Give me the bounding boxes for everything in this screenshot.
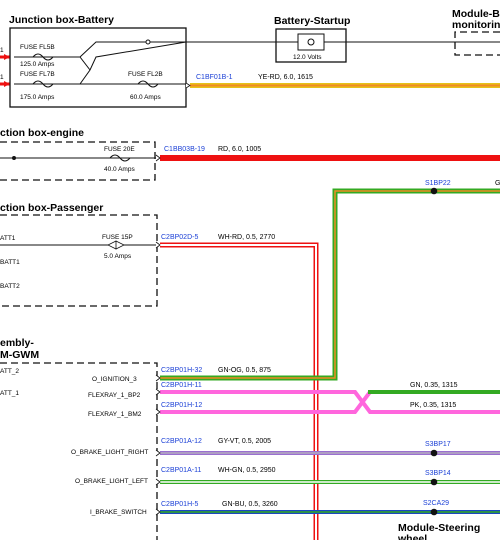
fuse-fl7b-name: FUSE FL7B [20,71,55,78]
jb-passenger-box [0,214,158,307]
connector-c2bp01a12[interactable]: C2BP01A-12 [161,438,202,445]
wire-label-2005: GY-VT, 0.5, 2005 [218,438,271,445]
fuse-fl2b-name: FUSE FL2B [128,71,163,78]
splice-s3bp17-label: S3BP17 [425,441,451,448]
fuse-15p-rating: 5.0 Amps [104,253,132,260]
connector-c2bp01h32[interactable]: C2BP01H-32 [161,367,202,374]
connector-c2bp01h12[interactable]: C2BP01H-12 [161,402,202,409]
jb-engine-box [0,141,156,181]
edge-pin-2: 1 [0,74,4,81]
wire-label-1005: RD, 6.0, 1005 [218,146,261,153]
connector-mark-875 [155,374,161,382]
connector-c2bp01a11[interactable]: C2BP01A-11 [161,467,201,474]
connector-mark-2005 [155,449,161,457]
module-b-title-1: Module-Ba [452,8,500,20]
jb-engine-title: ction box-engine [0,127,84,139]
jb-battery-internal-wire [14,41,187,85]
jb-battery-node [145,39,151,45]
pin-att-1: ATT_1 [0,390,19,397]
fuse-15p-icon [107,240,125,250]
wire-label-1615: YE-RD, 6.0, 1615 [258,74,313,81]
splice-s3bp14[interactable] [430,478,438,486]
wire-wh-rd-2770-center [160,244,317,540]
pin-att1: ATT1 [0,235,16,242]
fuse-20e-rating: 40.0 Amps [104,166,135,173]
fuse-fl2b-icon [137,80,159,88]
connector-mark-3260 [155,508,161,516]
pin-brake-right: O_BRAKE_LIGHT_RIGHT [71,449,148,456]
pin-batt1: BATT1 [0,259,20,266]
assembly-title-1: embly- [0,337,34,349]
wire-rd-1005 [160,155,500,161]
pin-ignition: O_IGNITION_3 [92,376,137,383]
connector-c1bb03b19[interactable]: C1BB03B-19 [164,146,205,153]
connector-mark-1005 [155,154,161,162]
wire-label-875: GN-OG, 0.5, 875 [218,367,271,374]
wire-gn-og-875-stripe [160,190,500,379]
fuse-20e-icon [109,154,131,162]
wire-label-3260: GN-BU, 0.5, 3260 [222,501,278,508]
pin-att-2: ATT_2 [0,368,19,375]
splice-s1bp22[interactable] [430,187,438,195]
battery-voltage: 12.0 Volts [293,54,322,61]
pin-brake-switch: I_BRAKE_SWITCH [90,509,147,516]
connector-mark-bm2 [155,408,161,416]
wire-label-1315-gn: GN, 0.35, 1315 [410,382,458,389]
wire-gn-og-875 [160,188,500,381]
fuse-fl5b-icon [32,53,54,61]
connector-mark-2770 [155,241,161,249]
connector-c2bp01h5[interactable]: C2BP01H-5 [161,501,198,508]
jb-battery-title: Junction box-Battery [9,14,114,26]
wire-label-2950: WH-GN, 0.5, 2950 [218,467,276,474]
connector-mark-bp2 [155,388,161,396]
jb-engine-dot-1 [12,156,16,160]
connector-c2bp02d5[interactable]: C2BP02D-5 [161,234,198,241]
connector-c1bf01b1[interactable]: C1BF01B-1 [196,74,233,81]
fuse-20e-name: FUSE 20E [104,146,135,153]
connector-c2bp01h11[interactable]: C2BP01H-11 [161,382,202,389]
fuse-fl7b-rating: 175.0 Amps [20,94,55,101]
pin-flexray-bp2: FLEXRAY_1_BP2 [88,392,141,399]
module-steering-title-2: wheel [397,533,427,540]
connector-markers [155,82,191,516]
splice-s1bp22-label: S1BP22 [425,180,451,187]
splice-s2ca29[interactable] [430,508,438,516]
module-b-title-2: monitoring [452,19,500,31]
pin-batt2: BATT2 [0,283,20,290]
fuse-15p-name: FUSE 15P [102,234,133,241]
pin-flexray-bm2: FLEXRAY_1_BM2 [88,411,142,418]
splice-s3bp14-label: S3BP14 [425,470,451,477]
pin-brake-left: O_BRAKE_LIGHT_LEFT [75,478,148,485]
splice-s2ca29-label: S2CA29 [423,500,449,507]
wire-label-2770: WH-RD, 0.5, 2770 [218,234,275,241]
fuse-fl7b-icon [32,80,54,88]
edge-pin-1: 1 [0,47,4,54]
jb-passenger-title: ction box-Passenger [0,202,103,214]
wire-label-1315-pk: PK, 0.35, 1315 [410,402,456,409]
module-b-box [454,31,500,56]
edge-arrow-2 [4,81,10,87]
fuse-fl2b-rating: 60.0 Amps [130,94,161,101]
battery-terminal-icon [307,38,315,46]
junction-box-battery [9,27,187,108]
connector-mark-2950 [155,478,161,486]
connector-mark-1615 [185,82,191,89]
battery-startup-title: Battery-Startup [274,15,350,27]
splice-s1bp22-cut-label: G [495,180,500,187]
module-steering-title-1: Module-Steering [398,522,480,534]
splice-s3bp17[interactable] [430,449,438,457]
fuse-fl5b-rating: 125.0 Amps [20,61,55,68]
edge-arrow-1 [4,54,10,60]
fuse-fl5b-name: FUSE FL5B [20,44,55,51]
assembly-title-2: M-GWM [0,349,39,361]
